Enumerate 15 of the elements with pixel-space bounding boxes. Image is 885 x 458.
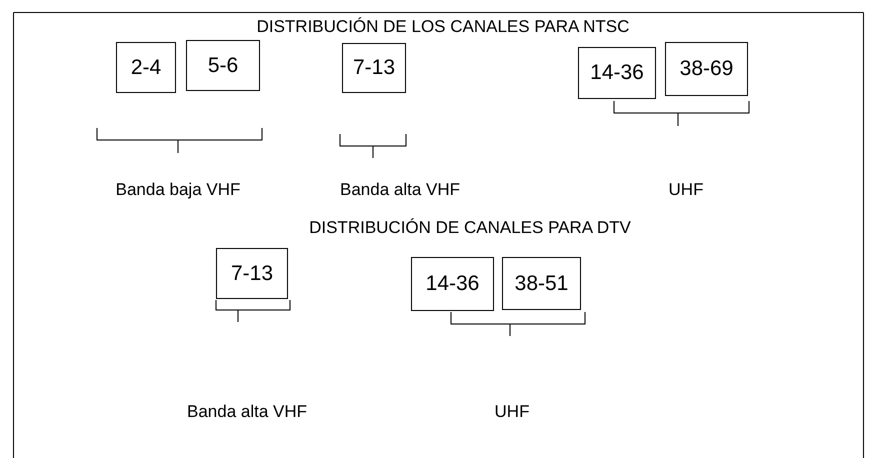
diagram-title: DISTRIBUCIÓN DE LOS CANALES PARA NTSC: [256, 17, 630, 37]
section-heading: DISTRIBUCIÓN DE CANALES PARA DTV: [309, 218, 631, 238]
channel-range-box: 7-13: [342, 43, 406, 93]
band-label: Banda baja VHF: [116, 180, 240, 200]
band-label: UHF: [668, 180, 704, 200]
channel-range-box: 38-51: [502, 257, 581, 310]
channel-range-box: 14-36: [578, 47, 656, 99]
channel-range-box: 7-13: [216, 248, 288, 299]
channel-range-box: 14-36: [411, 257, 494, 311]
band-label: Banda alta VHF: [187, 402, 307, 422]
band-label: Banda alta VHF: [340, 180, 460, 200]
band-label: UHF: [494, 402, 530, 422]
channel-range-box: 38-69: [665, 42, 748, 96]
channel-range-box: 2-4: [116, 42, 176, 93]
channel-range-box: 5-6: [186, 40, 260, 91]
